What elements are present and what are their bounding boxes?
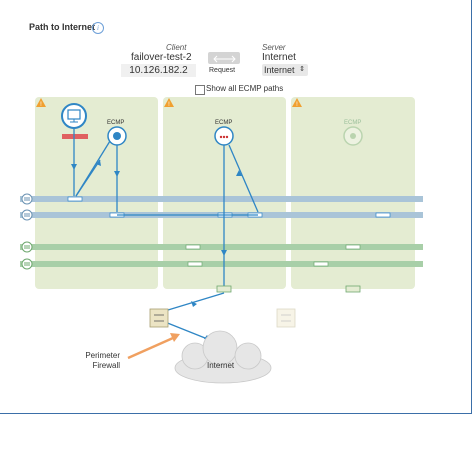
router-icon	[107, 126, 127, 146]
page-title: Path to Internet	[29, 22, 96, 32]
client-port-label	[62, 134, 88, 139]
server-select-value: Internet	[264, 65, 295, 75]
lane-green-1	[20, 244, 423, 250]
router-icon	[214, 126, 234, 146]
port-marker	[313, 261, 329, 267]
router-icon	[343, 126, 363, 146]
cloud-icon	[174, 330, 272, 384]
swap-button[interactable]	[208, 52, 240, 64]
switch-icon	[21, 241, 33, 253]
zone-3	[291, 97, 415, 289]
ecmp-label: ECMP	[215, 120, 233, 126]
firewall-icon	[276, 308, 296, 328]
port-marker	[187, 261, 203, 267]
port-marker	[345, 244, 361, 250]
ecmp-label: ECMP	[344, 120, 362, 126]
firewall-annotation: Perimeter Firewall	[85, 351, 120, 370]
warning-icon: !	[164, 98, 174, 108]
svg-text:!: !	[296, 102, 298, 108]
port-marker	[67, 196, 83, 202]
path-segment	[228, 144, 259, 213]
client-ip: 10.126.182.2	[121, 64, 196, 77]
server-label: Server	[262, 43, 286, 52]
show-all-ecmp-label: Show all ECMP paths	[206, 84, 284, 93]
chevron-updown-icon: ⇕	[299, 66, 305, 73]
exit-port	[216, 285, 232, 293]
svg-text:!: !	[40, 102, 42, 108]
warning-icon: !	[292, 98, 302, 108]
zone-1	[35, 97, 158, 289]
server-name: Internet	[262, 52, 296, 63]
show-all-ecmp-checkbox[interactable]	[195, 85, 205, 95]
info-icon[interactable]: i	[92, 22, 104, 34]
switch-icon	[21, 258, 33, 270]
warning-icon: !	[36, 98, 46, 108]
panel-frame	[0, 0, 472, 414]
exit-port	[345, 285, 361, 293]
port-marker	[185, 244, 201, 250]
switch-icon	[21, 193, 33, 205]
client-name: failover-test-2	[131, 52, 192, 63]
port-marker	[375, 212, 391, 218]
client-label: Client	[166, 43, 187, 52]
lane-green-2	[20, 261, 423, 267]
request-label: Request	[209, 67, 236, 74]
path-segment	[164, 321, 211, 341]
cloud-label: Internet	[207, 361, 235, 370]
ecmp-label: ECMP	[107, 120, 125, 126]
monitor-icon	[61, 103, 87, 129]
annotation-arrow	[127, 333, 180, 360]
swap-arrow-icon	[213, 55, 236, 63]
switch-icon	[21, 209, 33, 221]
lane-blue-1	[20, 196, 423, 202]
path-segment	[75, 140, 111, 197]
path-segment	[167, 292, 225, 311]
server-select[interactable]: Internet ⇕	[262, 64, 308, 76]
firewall-icon	[149, 308, 169, 328]
svg-text:!: !	[168, 102, 170, 108]
